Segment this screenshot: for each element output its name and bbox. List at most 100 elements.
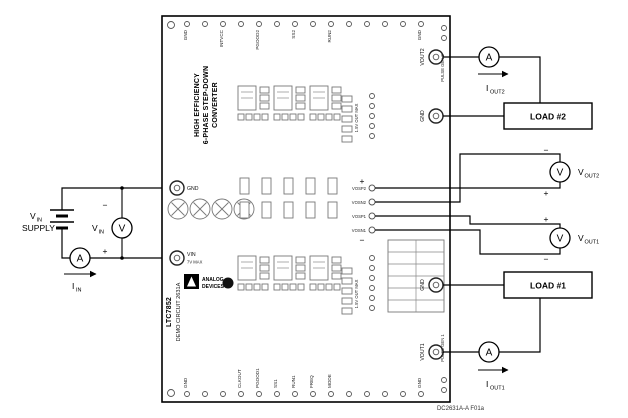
figure-caption: DC2631A-A F01a [437, 406, 485, 412]
pulse-gen2-label: PULSE GEN 2 [440, 54, 445, 82]
sense-pin-label: VOSN1 [352, 228, 367, 233]
input-ammeter-symbol: A [77, 254, 84, 265]
wire-vin-bottom-a [61, 228, 70, 259]
input-ammeter [69, 247, 91, 269]
sense-pin-label: VOSP1 [352, 214, 367, 219]
vout1-voltmeter [549, 227, 571, 249]
junction-dot [120, 186, 124, 190]
wire-vout2-sense-minus [375, 153, 561, 203]
top-pin-label: SS2 [291, 30, 296, 39]
gnd-ch1-label: GND [420, 279, 426, 291]
sense-minus-sign: − [360, 235, 365, 245]
vout2-terminal-label: VOUT2 [420, 48, 426, 65]
load1-label: LOAD #1 [530, 281, 566, 291]
vin-supply-label-sub: IN [37, 218, 43, 224]
vout1-voltmeter-symbol: V [557, 234, 564, 245]
input-minus-sign: − [103, 200, 108, 210]
vin-meter-label-sub: IN [99, 230, 105, 236]
top-pin-label: GND [183, 29, 188, 40]
vin-max-note: 7V MAX [187, 260, 203, 265]
top-pin-label: INTVCC [219, 29, 224, 47]
load1-box [503, 271, 593, 299]
iin-label-sub: IN [76, 288, 82, 294]
iin-label: I [72, 281, 74, 291]
bottom-pin-label: MODE [327, 374, 332, 388]
input-plus-sign: + [103, 246, 108, 256]
wire-vout1-sense-minus [375, 229, 561, 255]
vout1-minus-sign: − [544, 254, 549, 264]
bottom-pin-label: GND [417, 377, 422, 388]
mounting-hole [167, 389, 175, 397]
iout2-label: I [486, 83, 488, 93]
sense-pin-label: VOSP2 [352, 186, 367, 191]
vin-terminal [169, 250, 185, 266]
wire-vin-top [61, 187, 170, 210]
wire-vout1-sense-plus [375, 215, 561, 228]
demo-board: GND INTVCC PGOOD2 SS2 RUN2 GND GND CLKOU… [161, 15, 451, 403]
output2-ammeter [478, 46, 500, 68]
vout1-label: V [578, 233, 584, 243]
vout2-plus-sign: + [544, 188, 549, 198]
logo-text-line1: ANALOG [202, 277, 224, 283]
gnd-input-terminal [169, 180, 185, 196]
wire-vout1-b [499, 298, 541, 353]
vout2-label-sub: OUT2 [585, 174, 600, 180]
output1-circuit: LOAD #1 A I OUT1 [443, 271, 593, 392]
bottom-pin-label: CLKOUT [237, 369, 242, 388]
mounting-hole [167, 21, 175, 29]
iout1-label: I [486, 379, 488, 389]
options-table [387, 239, 445, 313]
test-point-column-ch1 [369, 255, 375, 311]
gnd-ch2-terminal [428, 108, 444, 124]
vout2-minus-sign: − [544, 145, 549, 155]
output2-ammeter-symbol: A [486, 53, 493, 64]
board-title-line1: HIGH EFFICIENCY [194, 73, 201, 137]
bottom-pin-label: SS1 [273, 379, 278, 388]
input-supply-circuit: V IN SUPPLY A I IN V − + V IN [22, 186, 170, 294]
wire-vout2-sense-plus [375, 182, 561, 189]
bottom-pin-label: PGOOD1 [255, 368, 260, 388]
gnd-input-label: GND [187, 186, 199, 192]
vout1-terminal-label: VOUT1 [420, 343, 426, 360]
vout2-sense-circuit: V − + V OUT2 [375, 145, 600, 203]
vin-terminal-label: VIN [187, 252, 196, 258]
input-cap [189, 198, 211, 220]
junction-dot [120, 256, 124, 260]
gnd-ch2-label: GND [420, 110, 426, 122]
top-pin-label: RUN2 [327, 30, 332, 43]
pulse-gen1-pad [441, 387, 447, 393]
logo-text-line2: DEVICES [202, 284, 225, 290]
output2-circuit: A I OUT2 LOAD #2 [443, 46, 593, 130]
top-pin-label: GND [417, 29, 422, 40]
board-part-number: LTC7852 [166, 297, 173, 327]
vout2-voltmeter-symbol: V [557, 168, 564, 179]
input-voltmeter-symbol: V [119, 224, 126, 235]
pulse-gen1-label: PULSE GEN 1 [440, 334, 445, 362]
vin-supply-label-line2: SUPPLY [22, 223, 55, 233]
bottom-pin-label: FREQ [309, 375, 314, 388]
board-demo-circuit: DEMO CIRCUIT 2631A [176, 282, 182, 341]
sense-pin-label: VOSN2 [352, 200, 367, 205]
top-pad-row [184, 21, 424, 27]
top-pin-label: PGOOD2 [255, 30, 260, 50]
pulse-gen1-pad [441, 377, 447, 383]
bottom-pin-label: GND [183, 377, 188, 388]
ic-dot [222, 277, 234, 289]
load2-box [503, 102, 593, 130]
pulse-gen2-pad [441, 35, 447, 41]
input-cap [167, 198, 189, 220]
board-title-line3: CONVERTER [212, 82, 219, 128]
input-voltmeter [111, 217, 133, 239]
output-cap-bank-ch1 [341, 267, 353, 315]
output-cap-bank-ch2 [341, 95, 353, 143]
vout1-label-sub: OUT1 [585, 240, 600, 246]
bottom-pad-row [184, 391, 424, 397]
vout2-voltmeter [549, 161, 571, 183]
load2-label: LOAD #2 [530, 112, 566, 122]
mid-cap-row [239, 177, 338, 219]
iout1-label-sub: OUT1 [490, 386, 505, 392]
analog-devices-logo: ANALOG DEVICES [184, 274, 225, 290]
output1-ammeter-symbol: A [486, 348, 493, 359]
output1-ammeter [478, 341, 500, 363]
